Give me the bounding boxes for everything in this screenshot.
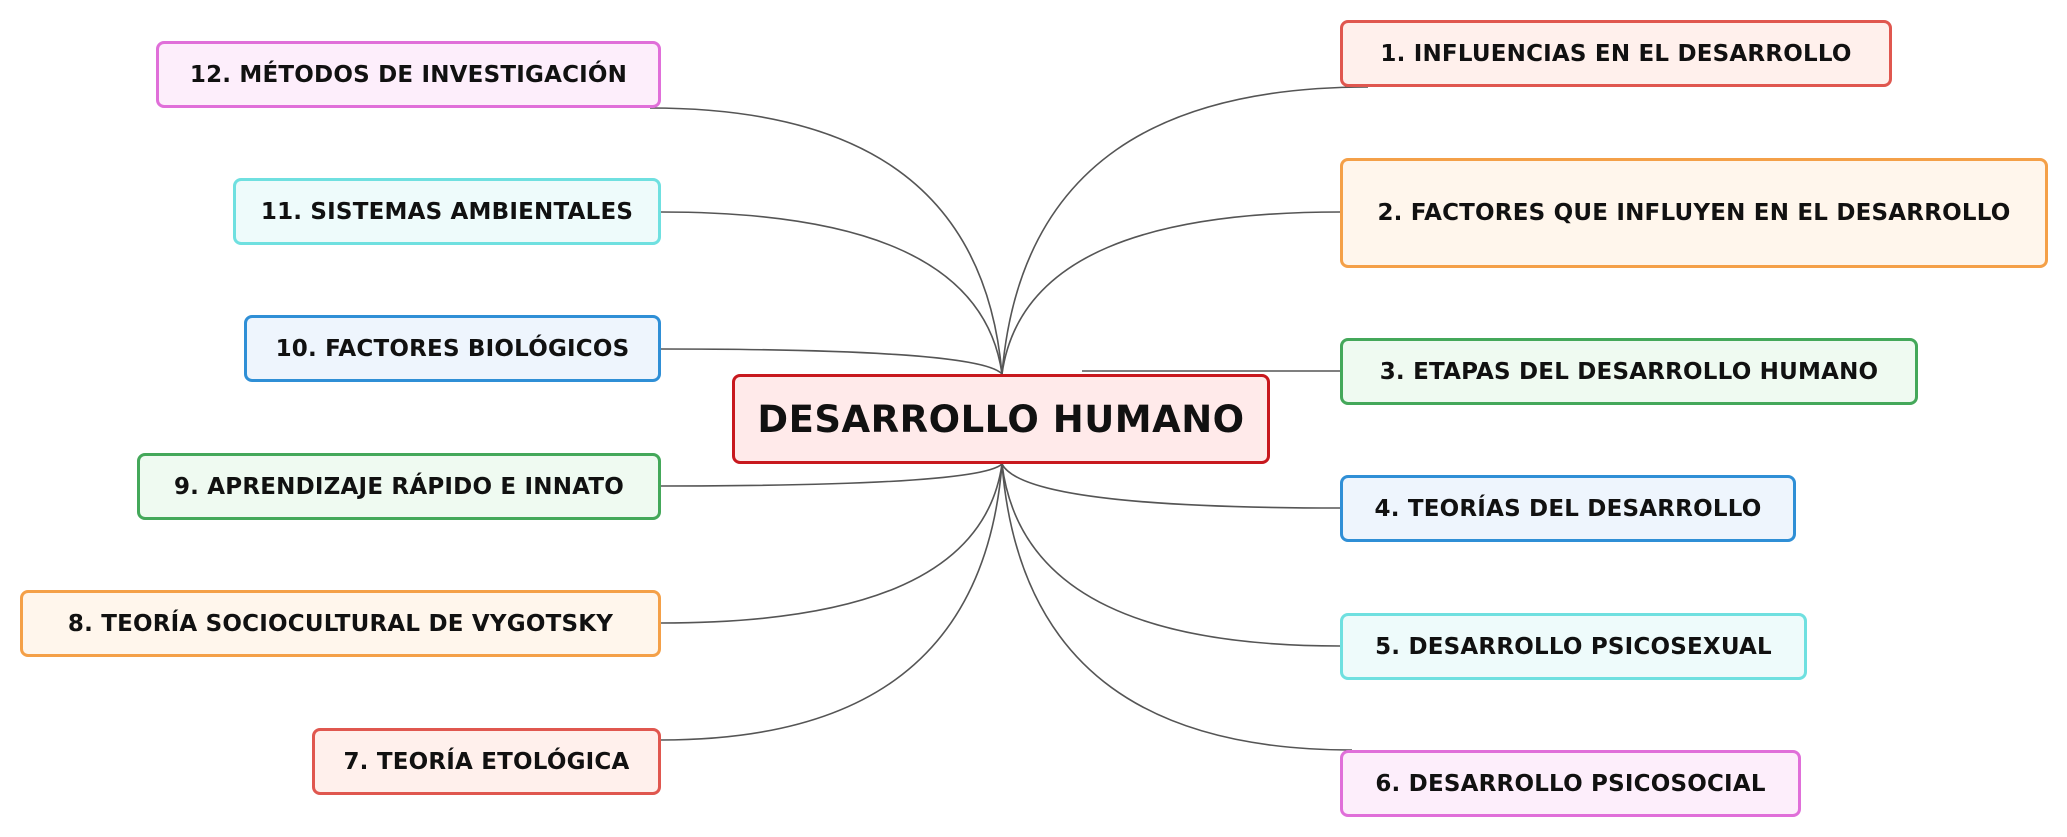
connector-b4 — [1001, 463, 1341, 509]
branch-etapas-del-desarrollo-humano[interactable]: 3. ETAPAS DEL DESARROLLO HUMANO — [1340, 338, 1918, 405]
connector-b5 — [1001, 463, 1341, 647]
connector-b11 — [660, 211, 1003, 375]
branch-teorias-del-desarrollo[interactable]: 4. TEORÍAS DEL DESARROLLO — [1340, 475, 1796, 542]
connector-b9 — [660, 463, 1003, 487]
branch-desarrollo-psicosocial[interactable]: 6. DESARROLLO PSICOSOCIAL — [1340, 750, 1801, 817]
branch-sistemas-ambientales[interactable]: 11. SISTEMAS AMBIENTALES — [233, 178, 661, 245]
connector-b8 — [660, 463, 1003, 624]
branch-influencias-en-el-desarrollo[interactable]: 1. INFLUENCIAS EN EL DESARROLLO — [1340, 20, 1892, 87]
central-topic[interactable]: DESARROLLO HUMANO — [732, 374, 1270, 464]
branch-teoria-etologica[interactable]: 7. TEORÍA ETOLÓGICA — [312, 728, 661, 795]
branch-factores-biologicos[interactable]: 10. FACTORES BIOLÓGICOS — [244, 315, 661, 382]
connector-b2 — [1001, 211, 1341, 375]
branch-desarrollo-psicosexual[interactable]: 5. DESARROLLO PSICOSEXUAL — [1340, 613, 1807, 680]
branch-teoria-sociocultural-vygotsky[interactable]: 8. TEORÍA SOCIOCULTURAL DE VYGOTSKY — [20, 590, 661, 657]
branch-aprendizaje-rapido-e-innato[interactable]: 9. APRENDIZAJE RÁPIDO E INNATO — [137, 453, 661, 520]
connector-b6 — [1001, 463, 1353, 751]
connector-b10 — [660, 348, 1003, 375]
branch-metodos-de-investigacion[interactable]: 12. MÉTODOS DE INVESTIGACIÓN — [156, 41, 661, 108]
connector-b7 — [660, 463, 1003, 741]
connector-b1 — [1001, 86, 1369, 375]
branch-factores-que-influyen[interactable]: 2. FACTORES QUE INFLUYEN EN EL DESARROLL… — [1340, 158, 2048, 268]
connector-b12 — [649, 107, 1003, 375]
